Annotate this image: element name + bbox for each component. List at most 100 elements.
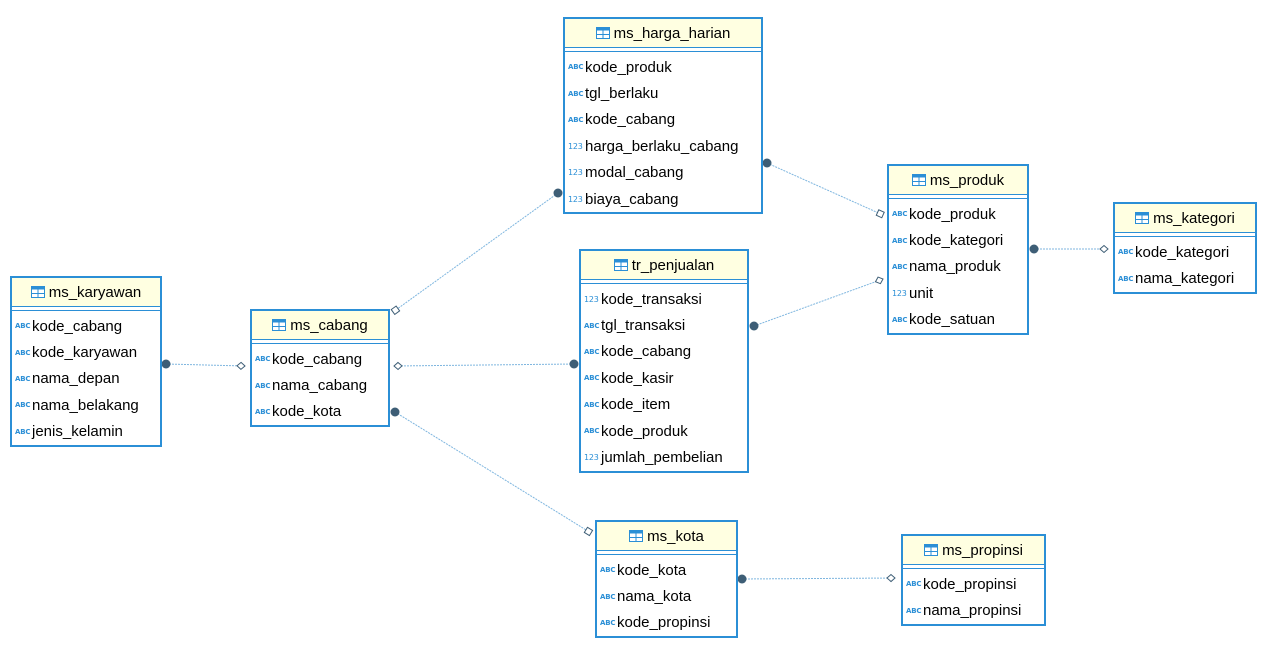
entity-header[interactable]: ms_kota <box>597 522 736 551</box>
text-type-icon: ABC <box>15 348 31 357</box>
numeric-type-icon: 123 <box>584 294 599 304</box>
rel-penjualan-produk[interactable] <box>749 276 885 331</box>
table-icon <box>272 319 287 331</box>
entity-header[interactable]: ms_propinsi <box>903 536 1044 565</box>
rel-harga-produk[interactable] <box>762 158 885 219</box>
entity-header[interactable]: ms_kategori <box>1115 204 1255 233</box>
square-endpoint <box>390 305 401 316</box>
entity-title: ms_harga_harian <box>613 24 731 42</box>
attribute-name: nama_kategori <box>1135 270 1235 288</box>
diamond-endpoint <box>236 361 246 371</box>
rel-penjualan-cabang[interactable] <box>393 359 579 371</box>
rel-cabang-kota[interactable] <box>390 407 594 537</box>
attribute-name: kode_produk <box>601 422 688 440</box>
text-type-icon: ABC <box>892 236 908 245</box>
entity-header[interactable]: ms_harga_harian <box>565 19 761 48</box>
attribute-name: kode_propinsi <box>923 575 1017 593</box>
entity-header[interactable]: ms_karyawan <box>12 278 160 307</box>
text-type-icon: ABC <box>584 427 600 436</box>
attribute-name: biaya_cabang <box>585 190 679 208</box>
attribute-name: kode_kota <box>617 561 687 579</box>
entity-separator <box>581 280 747 284</box>
rel-karyawan-cabang[interactable] <box>161 359 246 371</box>
attribute-name: kode_produk <box>585 58 672 76</box>
rel-produk-kategori[interactable] <box>1029 244 1109 254</box>
attribute-name: kode_produk <box>909 205 996 223</box>
table-icon <box>911 174 926 186</box>
rel-kota-propinsi[interactable] <box>737 573 896 584</box>
entity-separator <box>565 48 761 52</box>
entity-separator <box>1115 233 1255 237</box>
entity-title: ms_propinsi <box>942 541 1023 559</box>
text-type-icon: ABC <box>15 427 31 436</box>
foreign-key-endpoint <box>161 359 171 369</box>
table-icon <box>30 286 45 298</box>
attribute-name: kode_kasir <box>601 369 674 387</box>
numeric-type-icon: 123 <box>568 141 583 151</box>
text-type-icon: ABC <box>584 321 600 330</box>
relationship-line <box>165 363 246 367</box>
entity-header[interactable]: ms_produk <box>889 166 1027 195</box>
attribute-name: tgl_berlaku <box>585 85 659 103</box>
diamond-endpoint <box>886 573 896 583</box>
text-type-icon: ABC <box>892 262 908 271</box>
text-type-icon: ABC <box>255 381 271 390</box>
attribute-name: kode_satuan <box>909 311 995 329</box>
numeric-type-icon: 123 <box>568 168 583 178</box>
rel-harga-cabang[interactable] <box>390 188 563 316</box>
square-endpoint <box>583 526 594 537</box>
entity-header[interactable]: tr_penjualan <box>581 251 747 280</box>
entity-separator <box>903 565 1044 569</box>
relationship-line <box>741 577 896 580</box>
entity-header[interactable]: ms_cabang <box>252 311 388 340</box>
relationship-line <box>394 411 592 534</box>
text-type-icon: ABC <box>15 374 31 383</box>
text-type-icon: ABC <box>15 401 31 410</box>
attribute-name: kode_kategori <box>909 232 1004 250</box>
relationship-line <box>393 363 575 367</box>
